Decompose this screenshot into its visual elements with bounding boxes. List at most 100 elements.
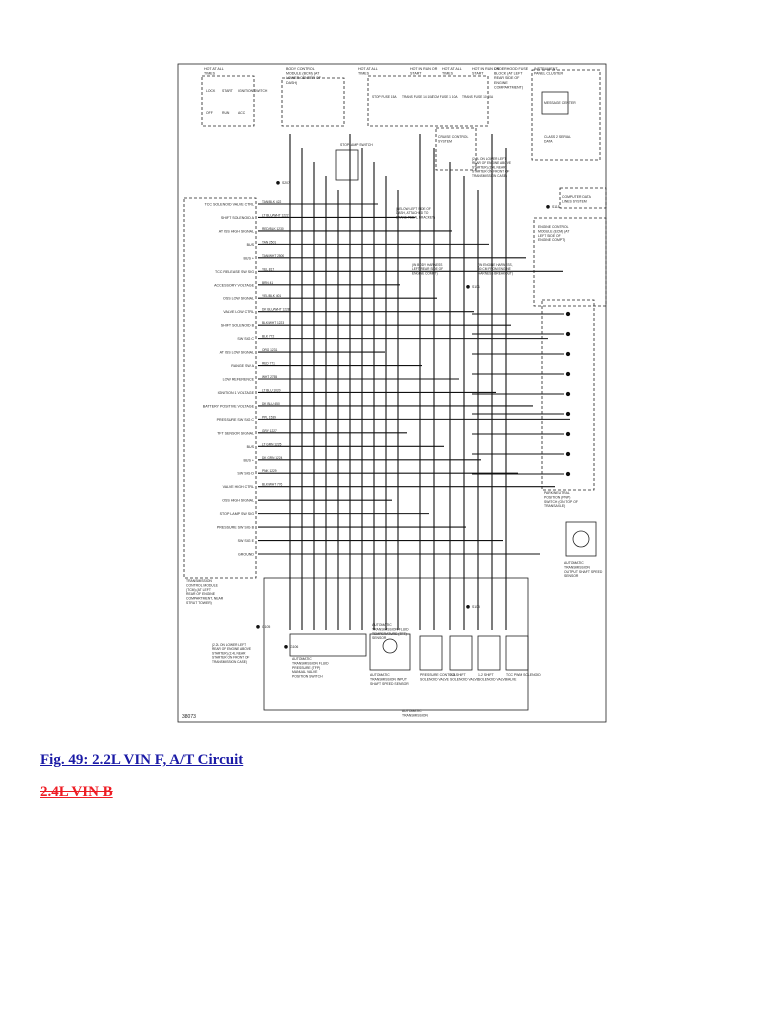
switch-contact (565, 331, 571, 337)
tcm-pin-label: BUS (247, 243, 255, 247)
splice-label: S105 (472, 605, 480, 609)
figure-caption-link[interactable]: Fig. 49: 2.2L VIN F, A/T Circuit (40, 752, 244, 768)
note-label: (2.2L ON LOWER LEFT (212, 643, 246, 647)
component-label: TRANSMISSION (186, 579, 212, 583)
component-label: AUTOMATIC (402, 709, 422, 713)
top-label: HOT AT ALL (204, 67, 224, 71)
component-label: SOLENOID VALVE (450, 677, 480, 681)
wire-code-label: LT BLU/WHT 1222 (262, 213, 289, 217)
note-label: REAR OF ENGINE ABOVE (212, 647, 251, 651)
top-label: START (472, 72, 484, 76)
note-label: DASH, ATTACHED TO (396, 211, 429, 215)
wiring-diagram-svg: TCC SOLENOID VALVE CTRL TAN/BLK 422SHIFT … (177, 63, 607, 723)
wire-code-label: YEL/BLK 401 (262, 294, 281, 298)
tcm-pin-label: BUS + (244, 256, 255, 260)
component-label: DATA (544, 139, 553, 143)
tcm-pin-label: SW SIG C (237, 337, 254, 341)
tcm-pin-label: SW SIG E (238, 539, 255, 543)
component-label: SYSTEM (438, 139, 452, 143)
wire-code-label: DK GRN 1224 (262, 456, 283, 460)
component-label: 2-3 SHIFT (450, 673, 466, 677)
note-label: (2.2L ON LOWER LEFT (472, 157, 506, 161)
top-label: MODULE (BCM) (AT (286, 72, 320, 76)
component-label: SWITCH (ON TOP OF (544, 500, 578, 504)
wire-code-label: LT GRN 1225 (262, 442, 282, 446)
tcm-pin-label: PRESSURE SW SIG C (217, 418, 255, 422)
note-label: 50 CM FROM ENGINE (478, 267, 511, 271)
tcm-pin-label: SHIFT SOLENOID A (221, 216, 255, 220)
wire-code-label: RED 771 (262, 362, 275, 366)
component-label: CONTROL MODULE (186, 583, 219, 587)
fuse-label: TCM FUSE 1 10A (432, 95, 458, 99)
component-label: (TCM) (AT LEFT (186, 588, 211, 592)
tcm-pin-label: SW SIG D (237, 472, 254, 476)
component-label: COMPARTMENT, NEAR (186, 597, 224, 601)
switch-label: OFF (206, 111, 213, 115)
tcm-pin-label: GROUND (238, 553, 254, 557)
note-label: TRANSMISSION CASE) (212, 660, 247, 664)
top-label: TIMES (204, 72, 216, 76)
tcm-pin-label: TCC SOLENOID VALVE CTRL (205, 203, 254, 207)
tcm-pin-label: RANGE SW A (231, 364, 254, 368)
switch-label: IGNITION SWITCH (238, 89, 268, 93)
wire-code-label: TAN/WHT 2500 (262, 254, 284, 258)
figure-number: 38073 (182, 714, 196, 720)
tcm-pin-label: STOP LAMP SW SIG (220, 512, 255, 516)
wire-code-label: RED/BLK 1230 (262, 227, 284, 231)
top-label: UNDERHOOD FUSE (494, 67, 529, 71)
note-label: ENGINE COMPT) (412, 271, 438, 275)
switch-label: RUN (222, 111, 230, 115)
top-label: BLOCK (AT LEFT (494, 72, 523, 76)
component-label: CRUISE CONTROL (438, 135, 468, 139)
wire-code-label: BLK/WHT 776 (262, 483, 283, 487)
wire-code-label: DK BLU/WHT 1228 (262, 308, 290, 312)
wire-code-label: TAN/BLK 422 (262, 200, 281, 204)
wire-code-label: LT BLU 1020 (262, 388, 281, 392)
note-label: (BELOW LEFT SIDE OF (396, 207, 431, 211)
top-label: HOT IN RUN OR (410, 67, 438, 71)
component-label: OUTPUT SHAFT SPEED (564, 570, 603, 574)
splice-label: S101 (472, 285, 480, 289)
top-label: PANEL CLUSTER (534, 72, 564, 76)
tcm-pin-label: IGNITION 1 VOLTAGE (218, 391, 255, 395)
wire-code-label: WHT 2755 (262, 375, 277, 379)
tcm-pin-label: AT ISS HIGH SIGNAL (219, 229, 254, 233)
tcm-pin-label: TCC RELEASE SW SIG (215, 270, 254, 274)
splice-dot (546, 205, 550, 209)
component-label: MESSAGE CENTER (544, 101, 576, 105)
top-label: HOT IN RUN OR (472, 67, 500, 71)
tcm-pin-label: LOW REFERENCE (223, 378, 255, 382)
component-label: PRESSURE CONTROL (420, 673, 456, 677)
switch-contact (565, 371, 571, 377)
note-label: BRAKE PEDAL BRACKET) (396, 215, 435, 219)
wire-code-label: DK BLU 450 (262, 402, 280, 406)
subsection-link[interactable]: 2.4L VIN B (40, 784, 113, 800)
component-label: REAR OF ENGINE (186, 592, 216, 596)
wire-code-label: GRY 1227 (262, 429, 277, 433)
fuse-label: TRANS FUSE 14 10A (402, 95, 434, 99)
component-label: LEFT SIDE OF (538, 234, 561, 238)
component-label: PRESSURE (TFP) (292, 666, 320, 670)
component-label: VALVE (506, 677, 517, 681)
horizontal-wires (258, 203, 571, 555)
splice-dot (466, 605, 470, 609)
top-label: HOT AT ALL (358, 67, 378, 71)
splice-label: G106 (290, 645, 298, 649)
top-label: DASH) (286, 81, 297, 85)
wire-code-label: TAN 2501 (262, 240, 276, 244)
component-label: SENSOR (564, 574, 579, 578)
splice-label: S115 (552, 205, 560, 209)
component-label: TRANSAXLE) (544, 504, 565, 508)
tcm-pin-label: OSS HIGH SIGNAL (222, 499, 254, 503)
tcm-pin-label: BUS + (244, 458, 255, 462)
wire-code-label: ORG 1231 (262, 348, 277, 352)
vertical-wires (289, 134, 507, 630)
note-label: (IN ENGINE HARNESS, (478, 263, 513, 267)
component-label: COMPUTER DATA (562, 195, 592, 199)
component-label: 1-2 SHIFT (478, 673, 494, 677)
component-label: TRANSMISSION FLUID (372, 627, 409, 631)
switch-contact (565, 411, 571, 417)
top-label: INSTRUMENT (534, 67, 558, 71)
top-label: START (410, 72, 422, 76)
